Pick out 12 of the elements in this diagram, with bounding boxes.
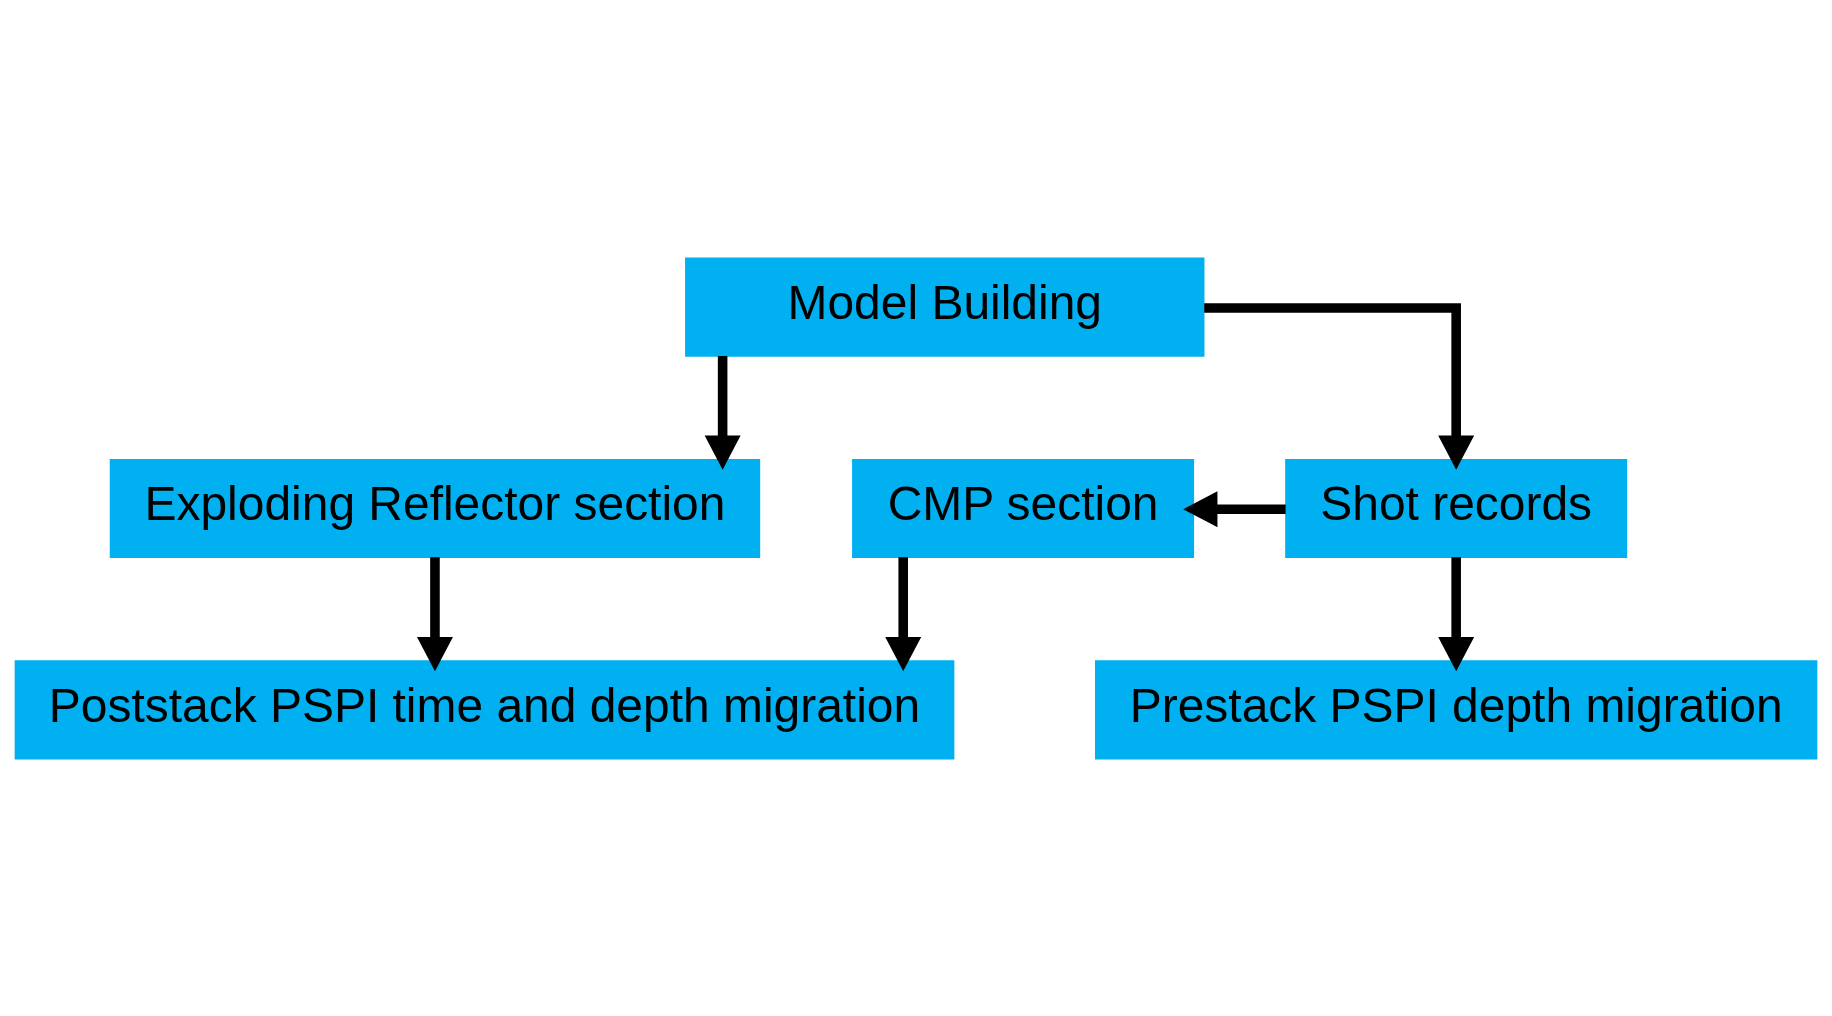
node-box: CMP section (852, 458, 1195, 558)
arrow (885, 556, 922, 671)
node-box: Poststack PSPI time and depth migration (14, 659, 955, 759)
node-box: Exploding Reflector section (109, 458, 761, 558)
arrow (1204, 302, 1475, 470)
node-box: Model Building (685, 257, 1205, 357)
arrow (704, 355, 741, 470)
arrow (1438, 556, 1475, 671)
node-box: Prestack PSPI depth migration (1095, 659, 1818, 759)
arrow (1183, 490, 1286, 527)
node-box: Shot records (1285, 458, 1628, 558)
arrow (416, 556, 453, 671)
